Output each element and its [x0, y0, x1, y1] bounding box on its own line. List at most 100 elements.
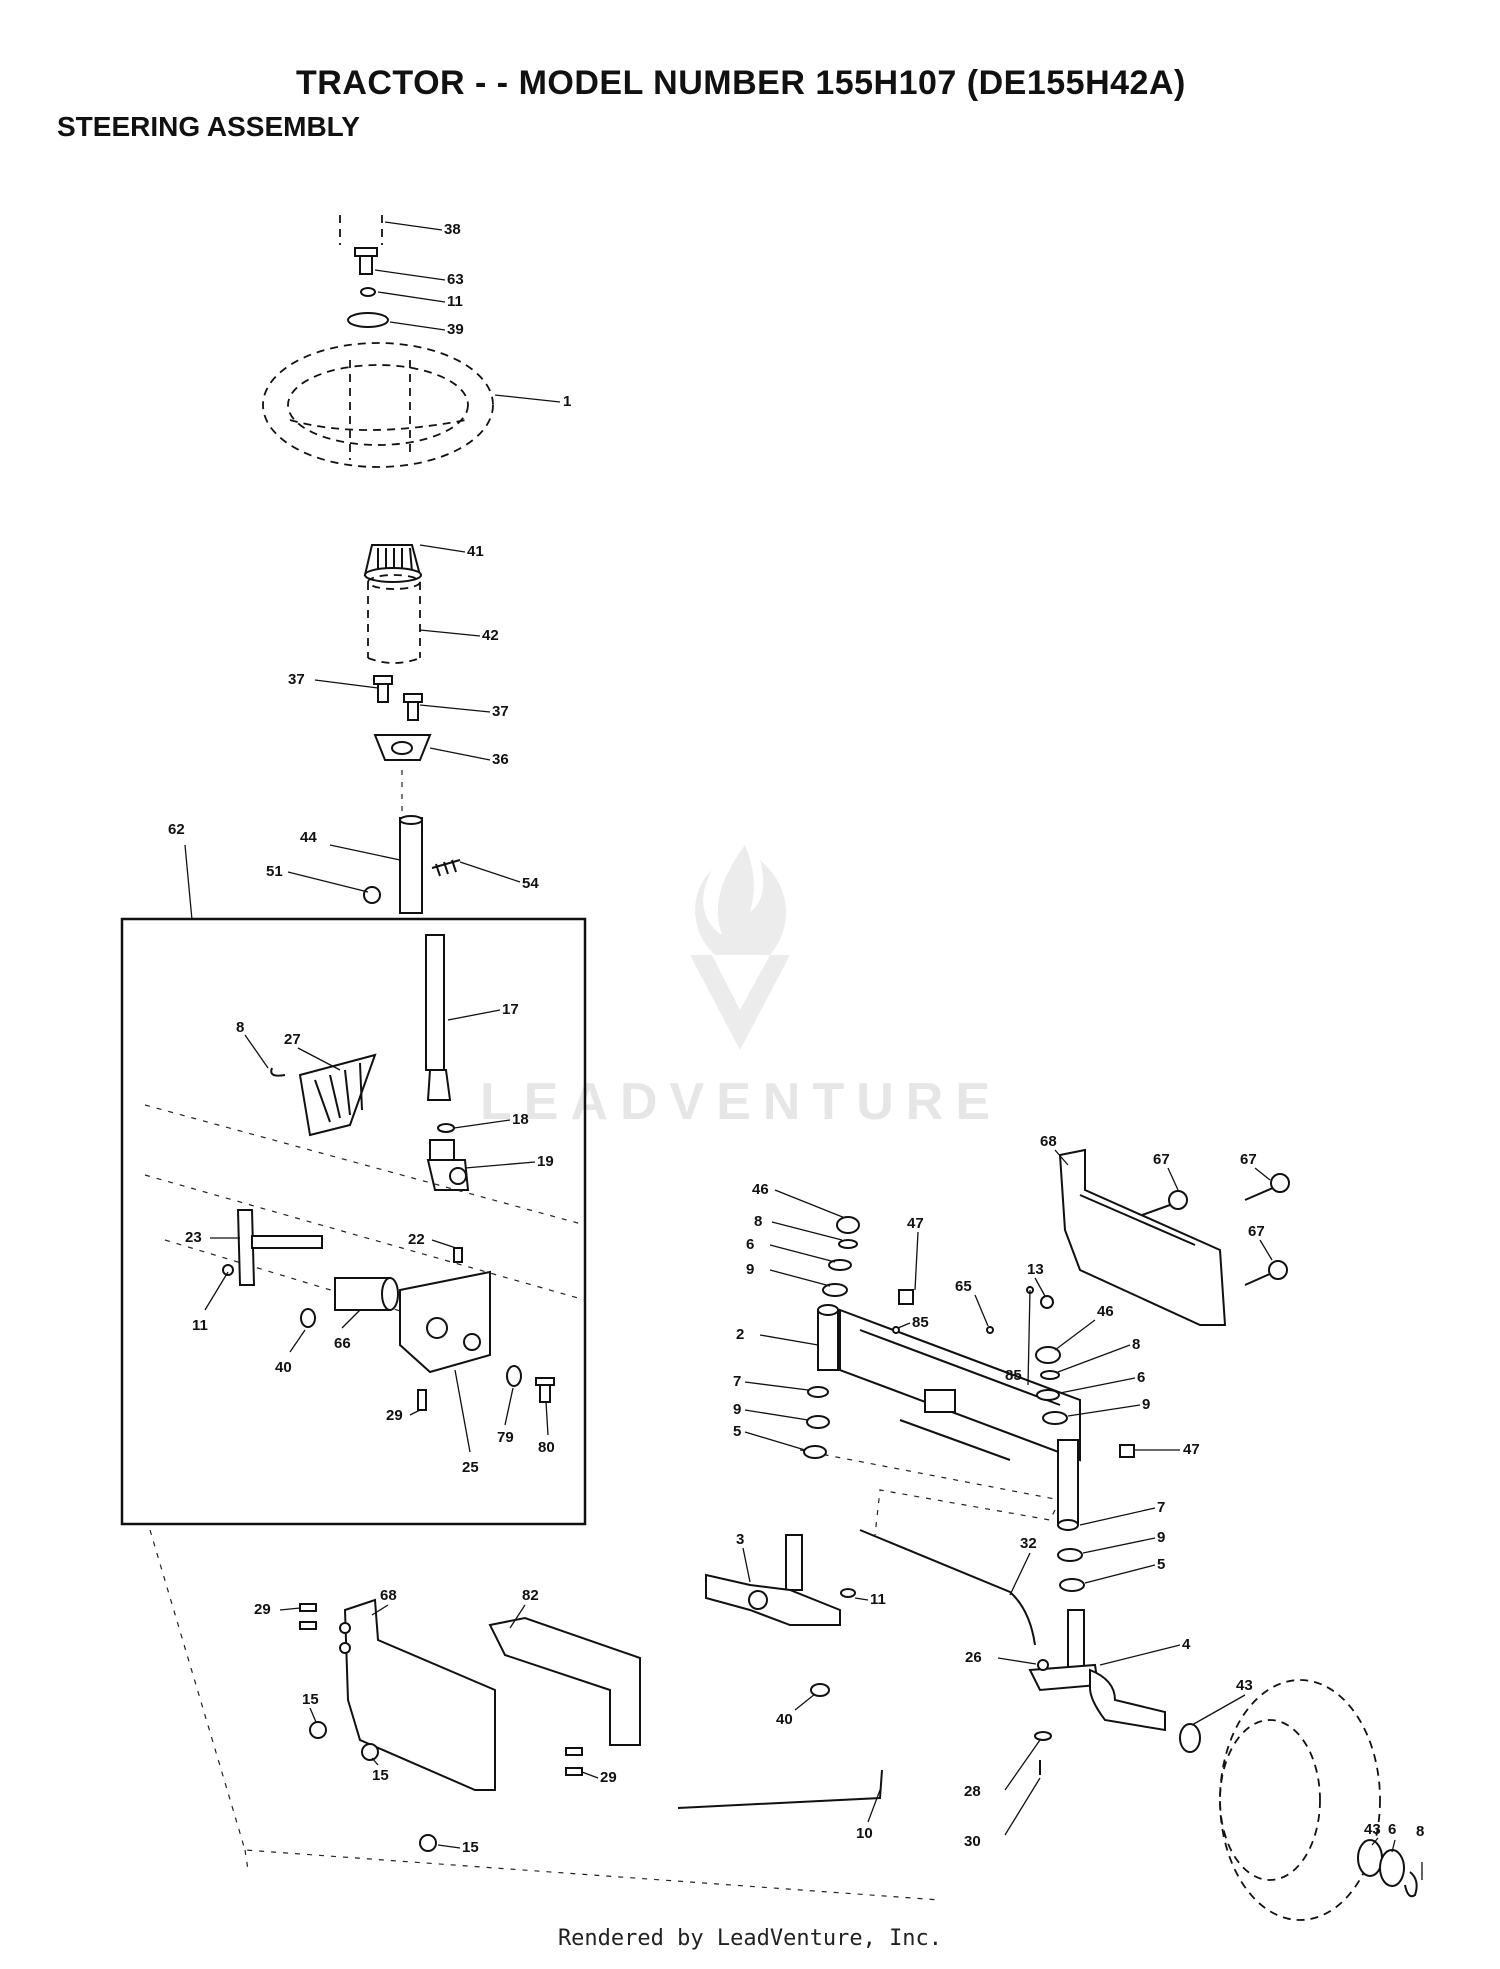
callout-label: 7 [733, 1373, 741, 1390]
clip-8-box [270, 1067, 286, 1077]
callout-label: 82 [522, 1587, 539, 1604]
callout-label: 2 [736, 1326, 744, 1343]
seal-5-right [1059, 1578, 1085, 1592]
callout-label: 43 [1364, 1821, 1381, 1838]
callout-label: 32 [1020, 1535, 1037, 1552]
bolt-37-right [403, 693, 423, 721]
callout-label: 67 [1248, 1223, 1265, 1240]
callout-label: 6 [1388, 1821, 1396, 1838]
callout-label: 6 [1137, 1369, 1145, 1386]
callout-label: 79 [497, 1429, 514, 1446]
sector-gear-27 [298, 1053, 377, 1137]
frame-outline-left [149, 1529, 941, 1901]
washer-18 [437, 1123, 455, 1133]
washer-7-right [1057, 1519, 1079, 1531]
callout-label: 28 [964, 1783, 981, 1800]
splined-adapter-41 [363, 544, 422, 583]
callout-label: 67 [1153, 1151, 1170, 1168]
pin-85-left [892, 1326, 900, 1334]
grease-fitting-47-right [1119, 1444, 1135, 1458]
tube-66 [334, 1277, 399, 1311]
callout-label: 41 [467, 543, 484, 560]
spindle-4 [1028, 1609, 1166, 1732]
bolt-54 [431, 859, 461, 877]
callout-label: 8 [1132, 1336, 1140, 1353]
nut-15-b [361, 1743, 379, 1761]
nut-15-c [419, 1834, 437, 1852]
nut-15-a [309, 1721, 327, 1739]
callout-label: 19 [537, 1153, 554, 1170]
callout-label: 68 [380, 1587, 397, 1604]
section-subtitle: STEERING ASSEMBLY [57, 111, 360, 142]
washer-26 [1037, 1659, 1049, 1671]
callout-label: 51 [266, 863, 283, 880]
steering-cap-38 [339, 215, 383, 245]
callout-label: 11 [870, 1591, 886, 1608]
callout-label: 62 [168, 821, 185, 838]
callout-label: 11 [192, 1317, 208, 1334]
washer-7-left [807, 1386, 829, 1398]
callout-label: 40 [776, 1711, 793, 1728]
callout-label: 9 [746, 1261, 754, 1278]
callout-label: 29 [600, 1769, 617, 1786]
bracket-68-right [1058, 1148, 1227, 1326]
callout-label: 40 [275, 1359, 292, 1376]
washer-28 [1034, 1731, 1052, 1741]
bolt-67-b [1244, 1173, 1290, 1201]
spindle-3 [705, 1534, 841, 1626]
callout-label: 47 [907, 1215, 924, 1232]
support-82 [488, 1616, 641, 1746]
bushing-13 [1040, 1295, 1054, 1309]
callout-label: 80 [538, 1439, 555, 1456]
washer-11-right [840, 1588, 856, 1598]
bolt-67-a [1141, 1190, 1188, 1216]
clip-8-left [838, 1239, 858, 1249]
callout-label: 22 [408, 1231, 425, 1248]
callout-label: 6 [746, 1236, 754, 1253]
bolt-80 [535, 1377, 555, 1403]
bolt-22 [453, 1247, 463, 1263]
callout-label: 9 [733, 1401, 741, 1418]
callout-label: 43 [1236, 1677, 1253, 1694]
bushing-40-right [810, 1683, 830, 1697]
callout-label: 3 [736, 1531, 744, 1548]
clip-8-right [1040, 1370, 1060, 1380]
axle-frame [839, 1308, 1081, 1462]
callout-label: 8 [236, 1019, 244, 1036]
spindle-shaft-right [1057, 1439, 1079, 1526]
callout-label: 10 [856, 1825, 873, 1842]
callout-label: 25 [462, 1459, 479, 1476]
kingpin-2 [817, 1304, 839, 1371]
callout-label: 15 [462, 1839, 479, 1856]
watermark-text: LEADVENTURE [480, 1073, 1003, 1131]
cap-39 [347, 312, 389, 328]
tie-rod-32 [859, 1529, 1036, 1646]
callout-label: 37 [288, 671, 305, 688]
bearing-9-right-low [1057, 1548, 1083, 1562]
bolt-67-c [1244, 1260, 1288, 1286]
callout-label: 46 [752, 1181, 769, 1198]
bearing-9-right-top [1042, 1411, 1068, 1425]
bracket-68-left [339, 1598, 496, 1791]
callout-label: 30 [964, 1833, 981, 1850]
callout-label: 9 [1157, 1529, 1165, 1546]
callout-label: 85 [1005, 1367, 1022, 1384]
nut-51 [363, 886, 381, 904]
callout-label: 15 [372, 1767, 389, 1784]
cap-46-left [836, 1216, 860, 1234]
callout-label: 42 [482, 627, 499, 644]
callout-label: 54 [522, 875, 539, 892]
callout-label: 13 [1027, 1261, 1044, 1278]
bolts-29-left [299, 1603, 317, 1630]
callout-label: 7 [1157, 1499, 1165, 1516]
washer-6-right [1036, 1389, 1060, 1401]
seal-5-left [803, 1445, 827, 1459]
callout-label: 8 [1416, 1823, 1424, 1840]
subassembly-box-62 [120, 917, 587, 1526]
callout-label: 38 [444, 221, 461, 238]
callout-label: 11 [447, 293, 463, 310]
callout-label: 39 [447, 321, 464, 338]
